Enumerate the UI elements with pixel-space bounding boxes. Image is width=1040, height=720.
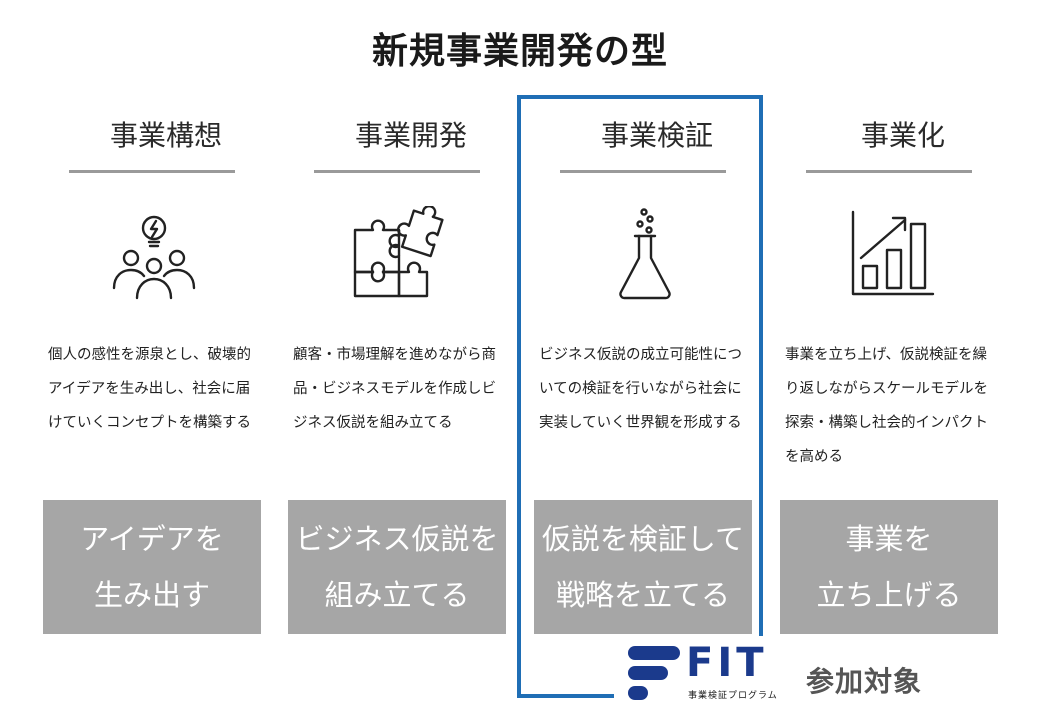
goal-line: 仮説を検証して bbox=[541, 522, 745, 556]
goal-line: 戦略を立てる bbox=[555, 578, 730, 612]
fit-logo: FIT 事業検証プログラム bbox=[614, 636, 790, 706]
stage-validation: 事業検証 ビジネス仮説の成立可能性についての検証を行いながら社会に実装していく世… bbox=[534, 100, 780, 700]
flask-icon bbox=[619, 208, 671, 300]
stage-description: 個人の感性を源泉とし、破壊的アイデアを生み出し、社会に届けていくコンセプトを構築… bbox=[48, 347, 251, 431]
stage-header: 事業検証 bbox=[600, 119, 713, 152]
goal-line: ビジネス仮説を bbox=[295, 522, 499, 556]
stage-header: 事業化 bbox=[860, 119, 945, 152]
fit-logo-text: FIT bbox=[686, 640, 768, 686]
stage-header: 事業構想 bbox=[109, 119, 222, 152]
goal-line: 事業を bbox=[845, 522, 933, 556]
stage-header: 事業開発 bbox=[354, 119, 467, 152]
highlight-frame bbox=[517, 95, 763, 698]
goal-line: 組み立てる bbox=[324, 578, 470, 612]
growth-chart-icon bbox=[851, 210, 935, 296]
stage-commercialization: 事業化 事業を立ち上げ、仮説検証を繰り返しながらスケールモデルを探索・構築し社会… bbox=[780, 100, 1026, 700]
goal-line: 生み出す bbox=[93, 578, 210, 612]
stage-description: ビジネス仮説の成立可能性についての検証を行いながら社会に実装していく世界観を形成… bbox=[539, 347, 742, 431]
page-title: 新規事業開発の型 bbox=[371, 31, 668, 72]
divider bbox=[806, 170, 972, 173]
stage-goal-box: 仮説を検証して 戦略を立てる bbox=[534, 500, 752, 634]
idea-team-icon bbox=[112, 215, 196, 300]
fit-mark-icon bbox=[628, 646, 680, 700]
target-label: 参加対象 bbox=[806, 665, 923, 698]
stage-goal-box: ビジネス仮説を 組み立てる bbox=[288, 500, 506, 634]
stage-goal-box: 事業を 立ち上げる bbox=[780, 500, 998, 634]
stage-description: 顧客・市場理解を進めながら商品・ビジネスモデルを作成しビジネス仮説を組み立てる bbox=[293, 347, 496, 431]
divider bbox=[560, 170, 726, 173]
divider bbox=[69, 170, 235, 173]
goal-line: アイデアを bbox=[80, 522, 224, 556]
stage-concept: 事業構想 個人の感性を源泉とし、破壊的アイデアを生み出し、社会に届けていくコンセ… bbox=[43, 100, 289, 700]
stage-goal-box: アイデアを 生み出す bbox=[43, 500, 261, 634]
goal-line: 立ち上げる bbox=[816, 578, 962, 612]
puzzle-icon bbox=[353, 206, 444, 298]
stage-description: 事業を立ち上げ、仮説検証を繰り返しながらスケールモデルを探索・構築し社会的インパ… bbox=[785, 347, 988, 465]
fit-logo-subtitle: 事業検証プログラム bbox=[688, 691, 778, 701]
stage-development: 事業開発 顧客・市場理解を進めながら商品・ビジネスモデルを作成しビジネス仮説を組… bbox=[288, 100, 534, 700]
divider bbox=[314, 170, 480, 173]
